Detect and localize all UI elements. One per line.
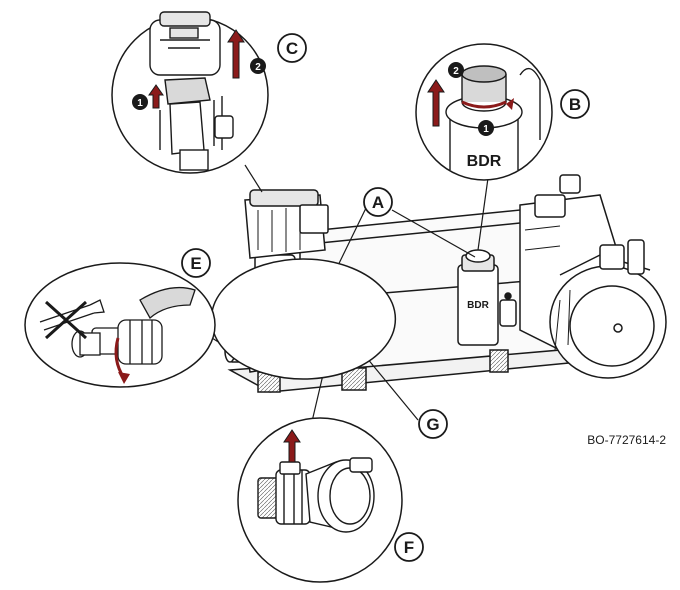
brand-mark-detail: BDR — [467, 153, 502, 170]
arrow-up-icon — [227, 29, 245, 79]
detail-e-hand-tighten — [24, 258, 397, 388]
step-one-label-c: 1 — [137, 98, 143, 109]
arrow-up-icon — [283, 429, 301, 463]
callout-f: F — [394, 532, 424, 562]
callout-g: G — [418, 409, 448, 439]
callout-c-label: C — [286, 39, 298, 58]
arrow-up-small-icon — [148, 84, 164, 109]
callout-f-label: F — [404, 538, 414, 557]
leader-g — [361, 351, 419, 421]
callout-g-label: G — [426, 415, 439, 434]
leader-a-right — [391, 209, 476, 258]
callout-e: E — [181, 248, 211, 278]
step-two-label-b: 2 — [453, 66, 459, 77]
no-tools-cross-icon — [44, 300, 88, 340]
arrow-rotate-icon — [118, 372, 130, 384]
callout-b-label: B — [569, 95, 581, 114]
arrow-up-icon — [427, 79, 445, 127]
callout-e-label: E — [190, 254, 201, 273]
step-two-label-c: 2 — [255, 62, 261, 73]
reference-code: BO-7727614-2 — [587, 433, 666, 447]
arrow-rotate-icon — [506, 98, 514, 110]
leader-c — [244, 164, 263, 193]
brand-mark-right: BDR — [467, 300, 489, 311]
detail-c-actuator-removal: 2 1 — [111, 11, 269, 174]
callout-a-label: A — [372, 193, 384, 212]
callout-b: B — [560, 89, 590, 119]
detail-b-cap-removal: BDR 2 1 — [415, 43, 553, 181]
detail-f-filter-removal — [237, 417, 403, 583]
leader-b — [477, 177, 489, 251]
step-one-label-b: 1 — [483, 124, 489, 135]
callout-a: A — [363, 187, 393, 217]
callout-c: C — [277, 33, 307, 63]
